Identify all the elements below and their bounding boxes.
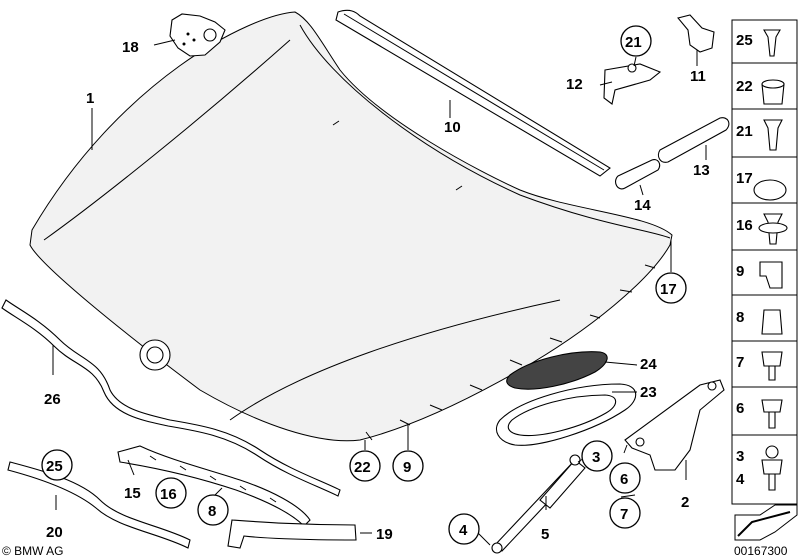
callout-9[interactable]: 9 (403, 459, 411, 476)
screw-25-icon (763, 29, 781, 57)
clip-11[interactable] (677, 14, 715, 53)
callout-6[interactable]: 6 (620, 471, 628, 488)
callout-17-circle[interactable] (655, 272, 687, 304)
callout-16-circle[interactable] (155, 477, 187, 509)
frame-23[interactable] (496, 383, 637, 446)
callout-18[interactable]: 18 (122, 39, 139, 56)
hood-seal[interactable] (335, 9, 611, 177)
callout-10[interactable]: 10 (444, 119, 461, 136)
fastener-legend: 25 22 21 17 16 9 8 7 6 3 4 (731, 19, 798, 541)
hood-panel[interactable] (29, 11, 673, 442)
callout-3-circle[interactable] (581, 440, 613, 472)
callout-5[interactable]: 5 (541, 526, 549, 543)
callout-2[interactable]: 2 (681, 494, 689, 511)
legend-label-16: 16 (736, 217, 753, 234)
legend-label-9: 9 (736, 263, 744, 280)
clip-nut-9-icon (759, 261, 783, 289)
bracket-18[interactable] (169, 13, 226, 57)
ball-stud-icon (765, 445, 779, 459)
legend-label-17: 17 (736, 170, 753, 187)
grille-24[interactable] (506, 351, 608, 390)
callout-22[interactable]: 22 (354, 459, 371, 476)
callout-16[interactable]: 16 (160, 486, 177, 503)
hinge-2[interactable] (624, 379, 725, 471)
orientation-arrow-icon (734, 504, 798, 541)
callout-15[interactable]: 15 (124, 485, 141, 502)
bolt-6-icon (761, 399, 783, 429)
callout-8-circle[interactable] (197, 494, 229, 526)
callout-3[interactable]: 3 (592, 449, 600, 466)
seal-13[interactable] (657, 117, 730, 163)
callout-6-circle[interactable] (609, 462, 641, 494)
legend-label-25: 25 (736, 32, 753, 49)
callout-21[interactable]: 21 (625, 34, 642, 51)
callout-12[interactable]: 12 (566, 76, 583, 93)
callout-22-circle[interactable] (349, 450, 381, 482)
callout-1[interactable]: 1 (86, 90, 94, 107)
legend-label-7: 7 (736, 354, 744, 371)
bracket-15[interactable] (117, 445, 311, 527)
expanding-rivet-21-icon (763, 119, 783, 151)
rubber-buffer-8-icon (761, 309, 783, 335)
callout-25-circle[interactable] (41, 449, 73, 481)
legend-label-8: 8 (736, 309, 744, 326)
callout-17[interactable]: 17 (660, 281, 677, 298)
gas-strut-5[interactable] (491, 454, 586, 554)
callout-21-circle[interactable] (620, 25, 652, 57)
callout-24[interactable]: 24 (640, 356, 657, 373)
callout-25[interactable]: 25 (46, 458, 63, 475)
callout-8[interactable]: 8 (208, 503, 216, 520)
diagram-number: 00167300 (734, 544, 788, 558)
plug-17-icon (753, 179, 787, 201)
callout-4-circle[interactable] (448, 513, 480, 545)
callouts: 1 18 10 12 21 11 13 14 17 24 23 22 9 3 6… (41, 25, 710, 545)
legend-label-6: 6 (736, 400, 744, 417)
rod-20[interactable] (7, 461, 191, 549)
callout-4[interactable]: 4 (459, 522, 468, 539)
legend-label-4: 4 (736, 471, 745, 488)
callout-11[interactable]: 11 (690, 68, 706, 85)
seal-14[interactable] (615, 159, 661, 190)
bolt-7-icon (761, 351, 783, 381)
callout-20[interactable]: 20 (46, 524, 63, 541)
hood-release-rod-26[interactable] (1, 299, 341, 497)
callout-9-circle[interactable] (392, 450, 424, 482)
callout-14[interactable]: 14 (634, 197, 651, 214)
legend-label-3: 3 (736, 448, 744, 465)
callout-13[interactable]: 13 (693, 162, 710, 179)
callout-23[interactable]: 23 (640, 384, 657, 401)
legend-label-21: 21 (736, 123, 753, 140)
callout-19[interactable]: 19 (376, 526, 393, 543)
callout-7[interactable]: 7 (620, 506, 628, 523)
bracket-12[interactable] (603, 63, 662, 105)
legend-label-22: 22 (736, 78, 753, 95)
callout-7-circle[interactable] (609, 497, 641, 529)
copyright: © BMW AG (2, 544, 64, 558)
duct-19[interactable] (227, 519, 357, 549)
callout-26[interactable]: 26 (44, 391, 61, 408)
